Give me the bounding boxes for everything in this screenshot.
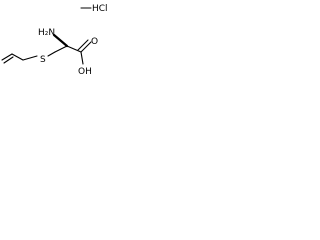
carbonyl-oxygen-label: O [91,37,98,47]
sulfur-label: S [40,55,46,65]
vinyl-double-bond-outer [1,53,13,61]
allyl-bond-1 [11,53,24,61]
alpha-amine-bond [52,33,69,48]
vinyl-double-bond-inner [3,56,14,64]
allyl-bond-2 [22,55,38,61]
alpha-carboxyl-bond [66,45,82,53]
chemical-structure: HCl H₂N O OH S [1,4,108,77]
hydroxyl-label: OH [78,67,92,77]
sulfur-methylene-bond [47,51,56,57]
hcl-label: HCl [92,4,108,14]
methylene-alpha-bond [54,45,68,53]
carbonyl-double-bond-inner [77,39,89,51]
carboxyl-hydroxyl-bond [80,51,84,65]
carbonyl-double-bond-outer [80,41,92,53]
amine-label: H₂N [38,28,55,38]
